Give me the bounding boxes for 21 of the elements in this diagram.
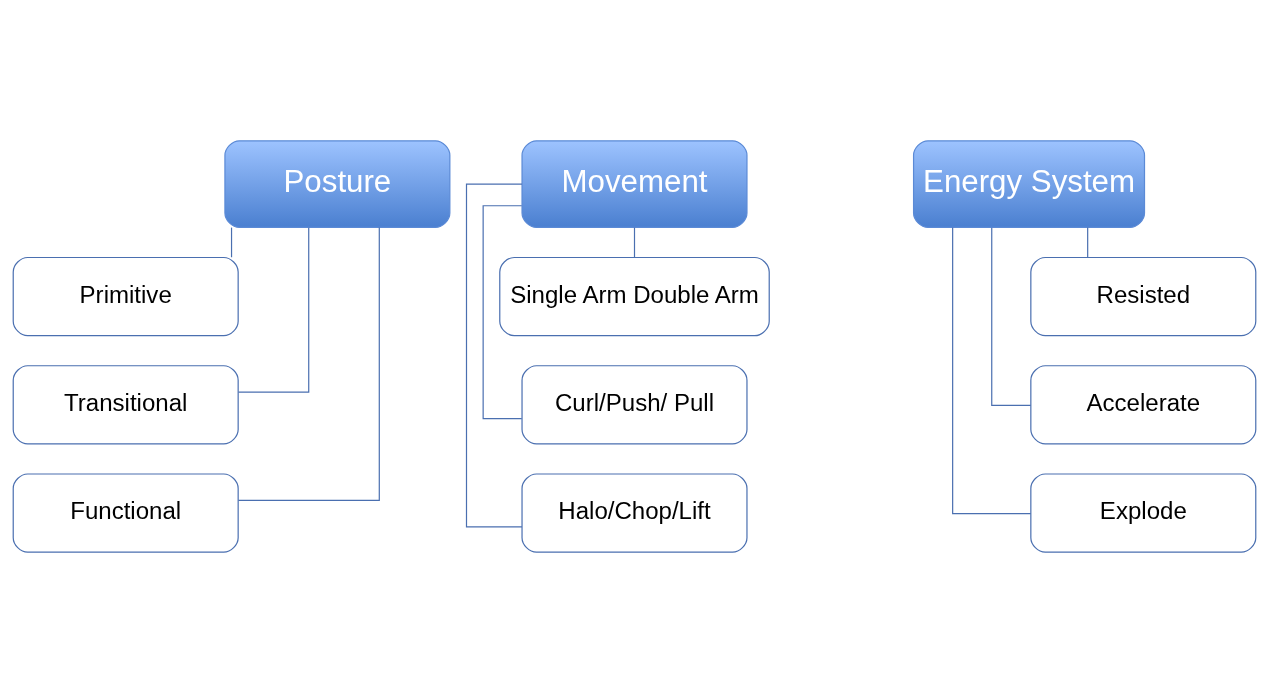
node-box: Transitional	[12, 365, 239, 445]
node-box: Resisted	[1030, 256, 1257, 337]
node-box: Explode	[1030, 473, 1257, 553]
node-box: Halo/Chop/Lift	[521, 473, 748, 553]
connector	[633, 227, 636, 258]
connector	[237, 227, 310, 393]
connector	[952, 226, 1032, 515]
node-box: Functional	[12, 473, 239, 553]
node-box: Single Arm Double Arm	[499, 256, 770, 337]
node-box: Accelerate	[1030, 365, 1257, 445]
node-box: Energy System	[912, 140, 1146, 228]
connector	[465, 183, 523, 528]
node-box: Movement	[521, 140, 748, 228]
node-box: Curl/Push/ Pull	[521, 365, 748, 445]
connector	[237, 226, 380, 502]
connector	[482, 205, 523, 420]
node-box: Posture	[224, 140, 451, 228]
node-box: Primitive	[12, 256, 239, 337]
connector	[991, 227, 1032, 407]
connector	[1087, 227, 1089, 258]
connector	[230, 227, 233, 258]
